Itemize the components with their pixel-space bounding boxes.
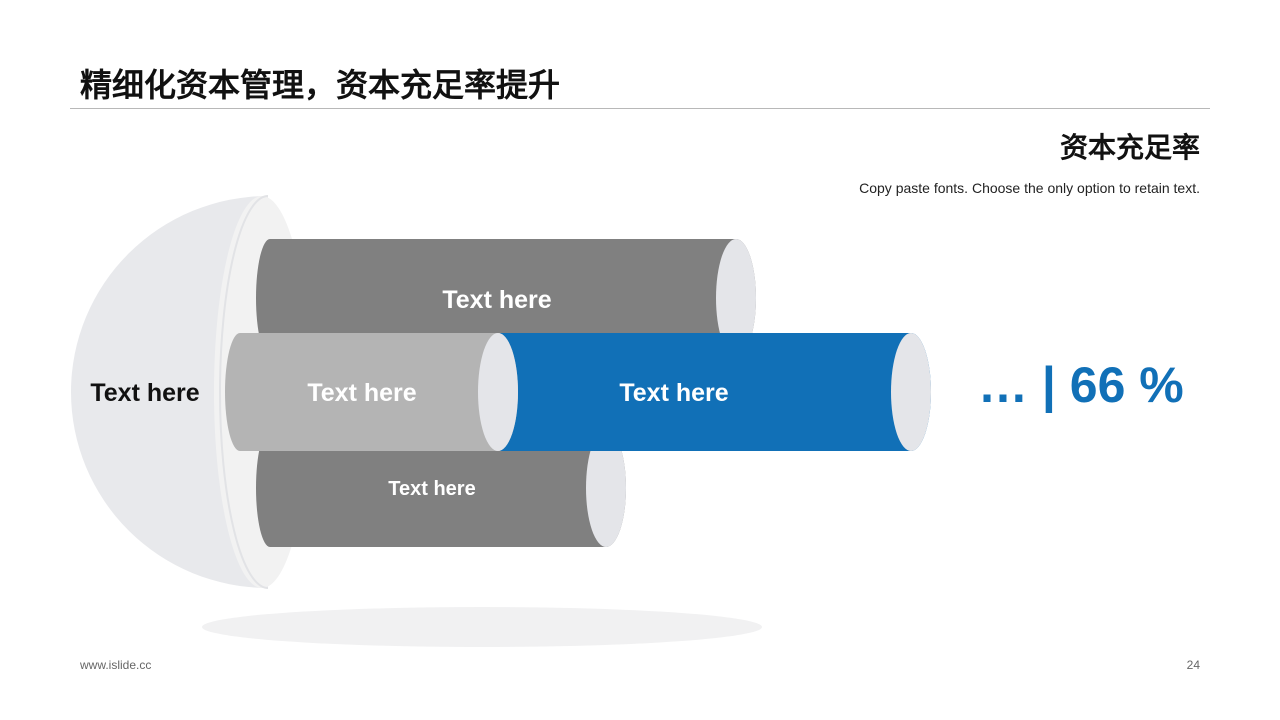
cylinder-top	[256, 239, 756, 357]
cylinder-blue-cap	[891, 333, 931, 451]
page-title: 精细化资本管理，资本充足率提升	[80, 66, 561, 104]
cylinder-top-body	[256, 239, 756, 357]
section-subtitle: 资本充足率	[1059, 131, 1200, 164]
cylinder-top-cap	[716, 239, 756, 357]
cylinder-blue-label: Text here	[619, 379, 728, 407]
cylinder-bottom-body	[256, 429, 626, 547]
page-number: 24	[1186, 658, 1200, 672]
cylinder-bottom	[256, 429, 626, 547]
hemisphere-label: Text here	[90, 379, 199, 407]
cylinder-blue	[500, 333, 931, 451]
cylinder-bottom-label: Text here	[388, 478, 475, 500]
cylinder-light-cap	[478, 333, 518, 451]
cylinder-blue-body	[500, 333, 931, 451]
hemisphere-body	[71, 196, 268, 588]
cylinder-light	[225, 333, 518, 451]
section-description: Copy paste fonts. Choose the only option…	[859, 180, 1200, 196]
cylinder-light-body	[225, 333, 518, 451]
floor-shadow	[202, 607, 762, 647]
cylinder-top-label: Text here	[442, 286, 551, 314]
hemisphere-edge	[219, 195, 269, 589]
title-divider	[70, 108, 1210, 109]
footer-url[interactable]: www.islide.cc	[80, 658, 152, 672]
capital-ratio-value: … | 66 %	[978, 357, 1184, 413]
cylinder-bottom-cap	[586, 429, 626, 547]
cylinder-light-label: Text here	[307, 379, 416, 407]
